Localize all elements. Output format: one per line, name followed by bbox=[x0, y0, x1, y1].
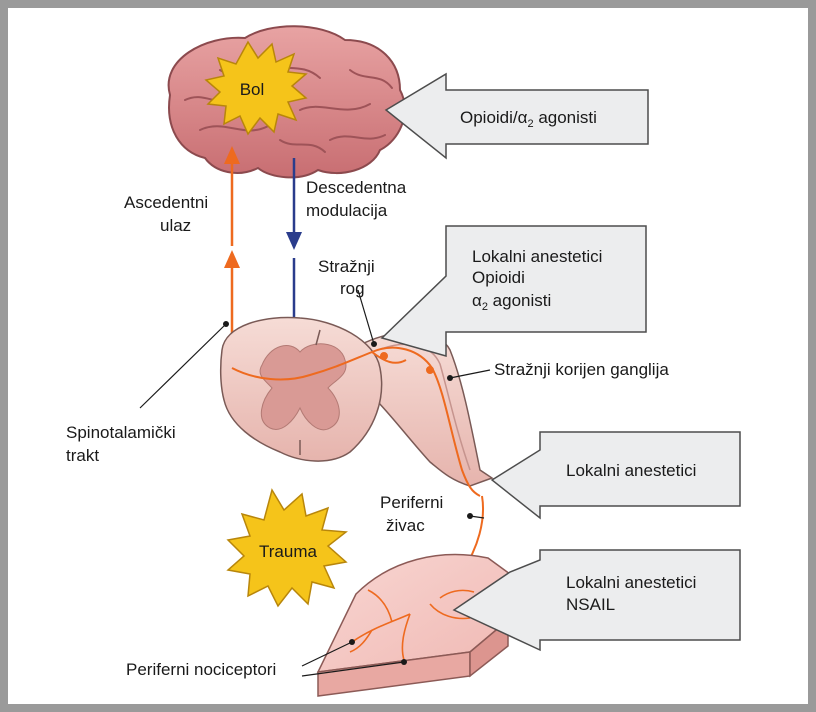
drug-box-brain: Opioidi/α2 agonisti bbox=[386, 74, 648, 158]
drug-box-spinal: Lokalni anestetici Opioidi α2 agonisti bbox=[382, 226, 646, 356]
drug-box-skin-line1: Lokalni anestetici bbox=[566, 573, 696, 592]
ascending-input-label-2: ulaz bbox=[160, 216, 191, 235]
trauma-label: Trauma bbox=[259, 542, 317, 561]
trauma-burst: Trauma bbox=[228, 490, 346, 606]
drug-box-spinal-line1: Lokalni anestetici bbox=[472, 247, 602, 266]
dorsal-root-ganglion-label: Stražnji korijen ganglija bbox=[494, 360, 669, 379]
pain-label: Bol bbox=[240, 80, 265, 99]
drug-box-spinal-line2: Opioidi bbox=[472, 268, 525, 287]
peripheral-nerve-label-1: Periferni bbox=[380, 493, 443, 512]
dorsal-horn-label-2: rog bbox=[340, 279, 365, 298]
spinal-cord-illustration bbox=[221, 317, 492, 486]
peripheral-nociceptors-label: Periferni nociceptori bbox=[126, 660, 276, 679]
ascending-input-label-1: Ascedentni bbox=[124, 193, 208, 212]
descending-arrowhead-upper bbox=[286, 232, 302, 250]
drug-box-nerve-line1: Lokalni anestetici bbox=[566, 461, 696, 480]
spinothalamic-tract-label-2: trakt bbox=[66, 446, 99, 465]
peripheral-nerve-label-2: živac bbox=[386, 516, 425, 535]
spinothalamic-tract-label-1: Spinotalamički bbox=[66, 423, 176, 442]
drug-box-skin-line2: NSAIL bbox=[566, 595, 615, 614]
skin-illustration bbox=[318, 555, 510, 696]
ascending-arrowhead-lower bbox=[224, 250, 240, 268]
dorsal-horn-label-1: Stražnji bbox=[318, 257, 375, 276]
descending-modulation-label-2: modulacija bbox=[306, 201, 388, 220]
descending-modulation-label-1: Descedentna bbox=[306, 178, 407, 197]
drug-box-nerve: Lokalni anestetici bbox=[492, 432, 740, 518]
